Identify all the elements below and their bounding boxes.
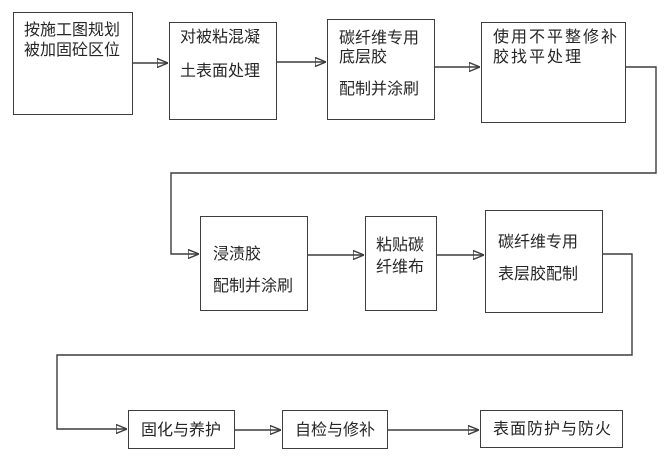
step-box-plan-reinforce-area: 按施工图规划 被加固砼区位: [13, 12, 133, 115]
step-text-line: 碳纤维专用: [339, 28, 420, 47]
step-box-primer-adhesive: 碳纤维专用 底层胶 配制并涂刷: [327, 19, 435, 120]
step-text-line: 碳纤维专用: [498, 232, 579, 251]
step-text-line: 底层胶: [339, 47, 388, 66]
step-box-leveling-repair: 使用不平整修补 胶找平处理: [481, 22, 626, 123]
step-text-line: 配制并涂刷: [339, 79, 420, 98]
step-text-line: 被加固砼区位: [24, 40, 121, 59]
connector-step7-step8: [56, 253, 633, 429]
step-text-line: 对被粘混凝: [180, 27, 261, 46]
step-text-line: 粘贴碳: [376, 235, 425, 254]
connector-step4-step5: [170, 66, 657, 254]
step-text-line: 固化与养护: [141, 419, 222, 439]
step-box-surface-protection-fireproof: 表面防护与防火: [480, 410, 623, 448]
step-text-line: 表面防护与防火: [493, 419, 613, 438]
step-text-line: 配制并涂刷: [213, 276, 294, 295]
step-text-line: 纤维布: [376, 257, 425, 276]
step-text-line: 自检与修补: [295, 419, 376, 439]
step-box-impregnation-adhesive: 浸渍胶 配制并涂刷: [200, 216, 308, 311]
step-box-curing-maintenance: 固化与养护: [128, 410, 235, 449]
step-text-line: 土表面处理: [180, 61, 261, 80]
step-text-line: 表层胶配制: [498, 264, 579, 283]
step-text-line: 使用不平整修补: [493, 27, 620, 46]
step-box-concrete-surface-treatment: 对被粘混凝 土表面处理: [169, 22, 277, 120]
step-text-line: 按施工图规划: [24, 20, 121, 39]
step-box-top-coat-adhesive: 碳纤维专用 表层胶配制: [485, 210, 603, 313]
step-box-paste-carbon-fiber-cloth: 粘贴碳 纤维布: [365, 216, 437, 311]
step-text-line: 浸渍胶: [213, 244, 262, 263]
step-text-line: 胶找平处理: [493, 47, 584, 66]
step-box-self-check-repair: 自检与修补: [282, 410, 388, 449]
